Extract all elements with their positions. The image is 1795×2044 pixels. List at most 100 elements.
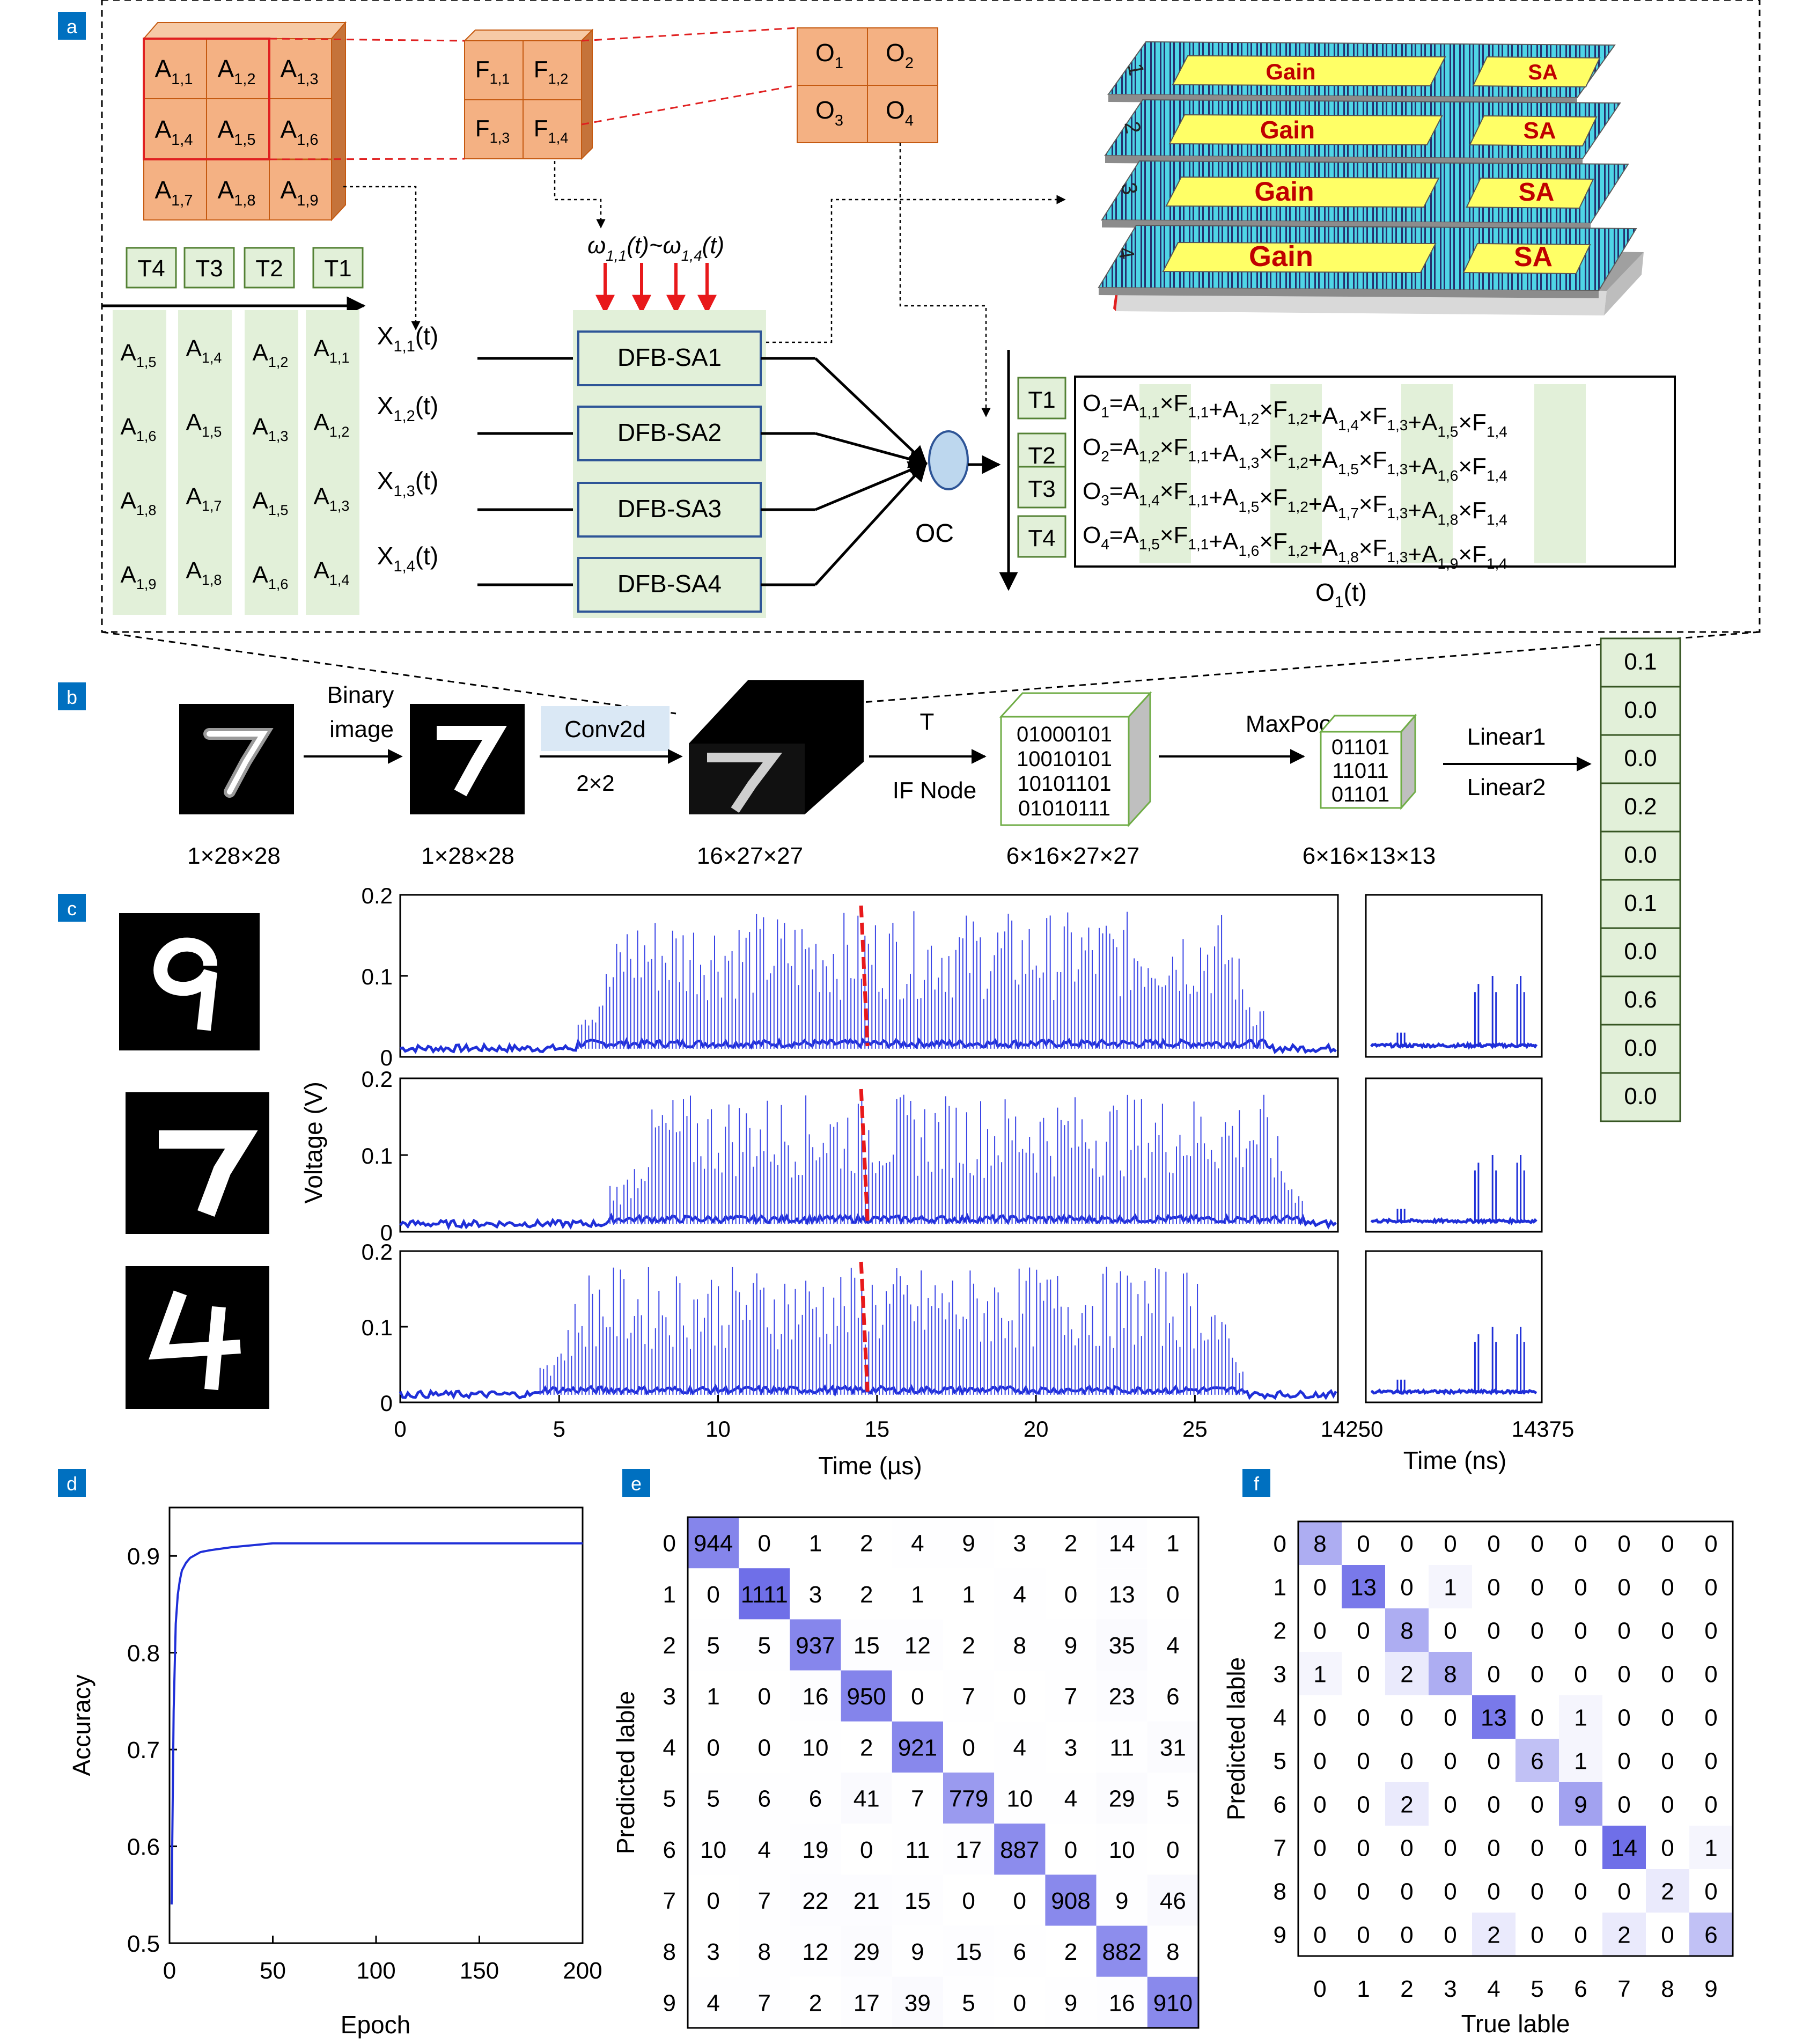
x-tick-label: 8: [1661, 1976, 1674, 2002]
matrix-cell: [790, 1670, 841, 1722]
input-cell-1-8: A1,8: [217, 176, 255, 209]
eq-a: A: [1422, 497, 1438, 524]
y-tick-label: 0: [380, 1220, 393, 1245]
input-signal-1: X1,1(t): [377, 322, 438, 355]
matrix-value: 0: [1487, 1618, 1500, 1644]
matrix-cell: [841, 1619, 892, 1671]
eq-plus: +: [1209, 528, 1223, 555]
x-tick-label: 10: [705, 1416, 731, 1442]
matrix-cell: [739, 1925, 790, 1977]
zoom-trace-baseline: [1370, 1216, 1537, 1226]
matrix-value: 2: [860, 1531, 873, 1557]
matrix-value: 0: [1013, 1888, 1026, 1914]
eq-a-sub: 1,7: [1338, 505, 1359, 521]
matrix-value: 10: [1006, 1786, 1033, 1812]
input-cell-1-7-base: A: [155, 176, 171, 204]
y-tick-label: 9: [663, 1990, 676, 2016]
input-signal-4-sub: 1,4: [393, 558, 415, 575]
eq-plus: +: [1408, 541, 1422, 568]
time-us-axis-label: Time (µs): [818, 1452, 922, 1480]
kernel-cell-1-3-base: F: [475, 115, 490, 142]
matrix-value: 23: [1109, 1683, 1135, 1710]
time-slot-box: [244, 247, 295, 289]
kernel-cell-1-4-base: F: [534, 115, 548, 142]
kernel-cell-1-3: F1,3: [475, 115, 510, 146]
sequence-cell-A1-3: A1,3: [253, 414, 289, 444]
matrix-cell: [1096, 1619, 1147, 1671]
output-probability-value: 0.0: [1624, 1035, 1657, 1061]
kernel-cell-1-1-sub: 1,1: [490, 71, 510, 87]
matrix-value: 0: [1617, 1531, 1630, 1557]
eq-eq: =: [1109, 434, 1123, 460]
matrix-value: 8: [1313, 1531, 1326, 1557]
conv2d-label: Conv2d: [564, 716, 646, 742]
eq-a-sub: 1,2: [1238, 410, 1259, 427]
matrix-cell: [1096, 1517, 1147, 1569]
output-cell-3-base: O: [815, 96, 835, 124]
eq-eq: =: [1109, 478, 1123, 504]
matrix-value: 10: [700, 1837, 726, 1863]
input-signal-2-tail: (t): [415, 392, 438, 420]
matrix-cell: [790, 1874, 841, 1926]
matrix-value: 0: [1313, 1705, 1326, 1731]
eq-f-sub: 1,1: [1188, 536, 1209, 553]
matrix-value: 0: [1661, 1748, 1674, 1775]
matrix-value: 21: [854, 1888, 880, 1914]
matrix-value: 11: [906, 1837, 930, 1863]
matrix-value: 4: [707, 1990, 719, 2016]
panel-a-frame: [101, 0, 1761, 633]
x-tick-label: 1: [1357, 1976, 1370, 2002]
eq-times: ×F: [1259, 484, 1288, 511]
if-node-label: IF Node: [893, 777, 977, 804]
conv2d-box: [541, 706, 670, 751]
output-probability-value: 0.0: [1624, 745, 1657, 771]
linear1-label: Linear1: [1467, 724, 1546, 750]
sequence-cell-A1-4-sub: 1,4: [329, 572, 350, 588]
feature-map-stack: [689, 680, 864, 814]
matrix-value: 35: [1109, 1633, 1135, 1659]
y-tick-label: 3: [663, 1683, 676, 1710]
input-cell-1-1-sub: 1,1: [171, 71, 193, 88]
input-cell-1-7-sub: 1,7: [171, 192, 193, 209]
y-tick-label: 0.9: [127, 1543, 160, 1570]
matrix-value: 0: [1313, 1792, 1326, 1818]
y-tick-label: 0.1: [362, 1315, 393, 1340]
sequence-cell-A1-8: A1,8: [121, 488, 157, 518]
matrix-value: 0: [1661, 1575, 1674, 1601]
mapping-lines: [269, 27, 798, 160]
eq-a-sub: 1,4: [1338, 417, 1359, 433]
zoom-trace-baseline: [1370, 1041, 1538, 1050]
sequence-cell-A1-6: A1,6: [121, 414, 157, 444]
eq-eq: =: [1109, 522, 1123, 548]
input-cell-1-9: A1,9: [280, 176, 318, 209]
eq-times: ×F: [1160, 390, 1188, 416]
time-slot-label: T3: [195, 255, 223, 282]
input-signal-1-tail: (t): [415, 322, 438, 350]
linear2-label: Linear2: [1467, 774, 1546, 800]
matrix-value: 0: [1574, 1922, 1587, 1949]
sa-electrode: [1472, 56, 1601, 88]
coupler-label: OC: [915, 519, 954, 548]
output-signal-label: O1(t): [1315, 578, 1367, 611]
output-probability-cell: [1600, 734, 1681, 784]
zoom-lines: [101, 631, 1760, 715]
sequence-cell-A1-5: A1,5: [253, 488, 289, 518]
matrix-value: 0: [1313, 1748, 1326, 1775]
matrix-value: 0: [1357, 1748, 1370, 1775]
eq-o-sub: 4: [1101, 536, 1109, 553]
sa-label: SA: [1519, 178, 1555, 207]
matrix-value: 0: [1531, 1792, 1543, 1818]
matrix-value: 12: [803, 1939, 829, 1965]
accuracy-curve: [170, 1542, 583, 1905]
matrix-value: 0: [1661, 1618, 1674, 1644]
matrix-value: 0: [1400, 1531, 1413, 1557]
matrix-value: 5: [758, 1633, 771, 1659]
eq-a-sub: 1,8: [1437, 511, 1458, 528]
matrix-value: 0: [1487, 1879, 1500, 1905]
matrix-value: 0: [1704, 1792, 1717, 1818]
output-cell-1-sub: 1: [835, 55, 843, 72]
input-cell-1-7: A1,7: [155, 176, 193, 209]
eq-o: O: [1083, 390, 1101, 416]
matrix-cell: [1096, 1824, 1147, 1875]
